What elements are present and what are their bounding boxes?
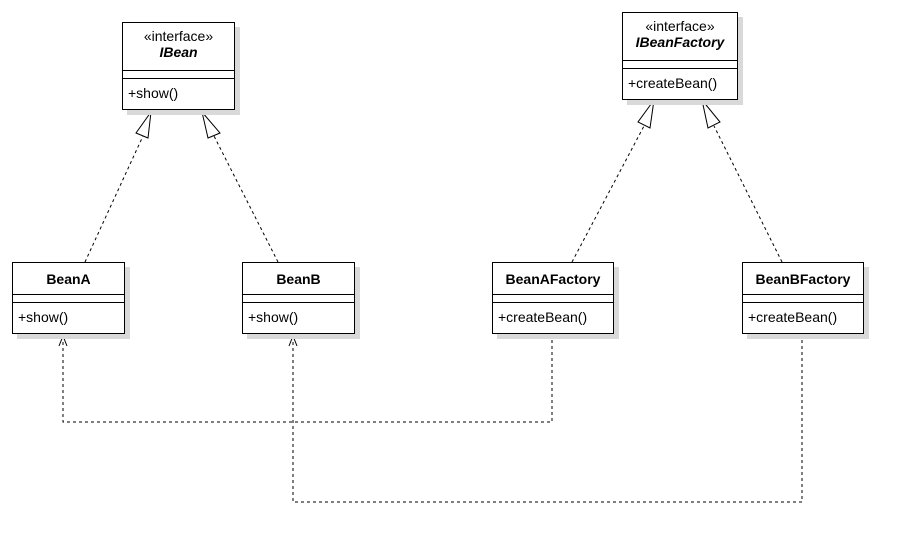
- operation-show: +show(): [128, 85, 179, 101]
- realization-arrowhead-beana: [135, 110, 152, 139]
- class-beanafactory[interactable]: BeanAFactory +createBean(): [492, 262, 614, 334]
- dependency-arrowhead-beanb: [288, 334, 298, 347]
- operations-compartment: +show(): [13, 303, 124, 325]
- class-beanafactory-header: BeanAFactory: [493, 263, 613, 295]
- stereotype-label: «interface»: [645, 18, 715, 34]
- operations-compartment: +createBean(): [743, 303, 863, 325]
- operation-createbean: +createBean(): [628, 75, 718, 91]
- operation-createbean: +createBean(): [498, 309, 588, 325]
- operation-show: +show(): [248, 309, 299, 325]
- class-beana-header: BeanA: [13, 263, 124, 295]
- realization-arrowhead-beanbfactory: [701, 99, 721, 129]
- attributes-compartment: [243, 295, 354, 303]
- realization-beanafactory-ibeanfactory: [571, 125, 645, 263]
- stereotype-label: «interface»: [143, 28, 214, 44]
- dependency-beanbfactory-beanb: [292, 334, 803, 503]
- operations-compartment: +show(): [243, 303, 354, 325]
- attributes-compartment: [623, 61, 737, 69]
- operations-compartment: +createBean(): [493, 303, 613, 325]
- class-beanb-header: BeanB: [243, 263, 354, 295]
- class-beana[interactable]: BeanA +show(): [12, 262, 125, 334]
- class-name: BeanBFactory: [755, 271, 851, 287]
- operations-compartment: +createBean(): [623, 69, 737, 91]
- class-beanbfactory[interactable]: BeanBFactory +createBean(): [742, 262, 864, 334]
- class-name: BeanB: [276, 271, 321, 287]
- interface-ibeanfactory-header: «interface» IBeanFactory: [623, 13, 737, 61]
- dependency-arrowhead-beana: [58, 334, 68, 347]
- attributes-compartment: [493, 295, 613, 303]
- operation-createbean: +createBean(): [748, 309, 838, 325]
- operation-show: +show(): [18, 309, 69, 325]
- interface-name: IBeanFactory: [635, 34, 725, 50]
- interface-ibean[interactable]: «interface» IBean +show(): [122, 22, 235, 110]
- class-beanb[interactable]: BeanB +show(): [242, 262, 355, 334]
- class-name: BeanAFactory: [505, 271, 601, 287]
- attributes-compartment: [123, 71, 234, 79]
- realization-beanb-ibean: [213, 135, 279, 263]
- attributes-compartment: [743, 295, 863, 303]
- realization-beana-ibean: [84, 135, 144, 263]
- attributes-compartment: [13, 295, 124, 303]
- interface-ibeanfactory[interactable]: «interface» IBeanFactory +createBean(): [622, 12, 738, 100]
- class-name: BeanA: [46, 271, 91, 287]
- class-beanbfactory-header: BeanBFactory: [743, 263, 863, 295]
- realization-arrowhead-beanb: [201, 111, 221, 139]
- operations-compartment: +show(): [123, 79, 234, 101]
- interface-name: IBean: [159, 44, 198, 60]
- realization-arrowhead-beanafactory: [637, 99, 655, 129]
- dependency-beanafactory-beana: [62, 334, 553, 423]
- realization-beanbfactory-ibeanfactory: [713, 125, 783, 263]
- interface-ibean-header: «interface» IBean: [123, 23, 234, 71]
